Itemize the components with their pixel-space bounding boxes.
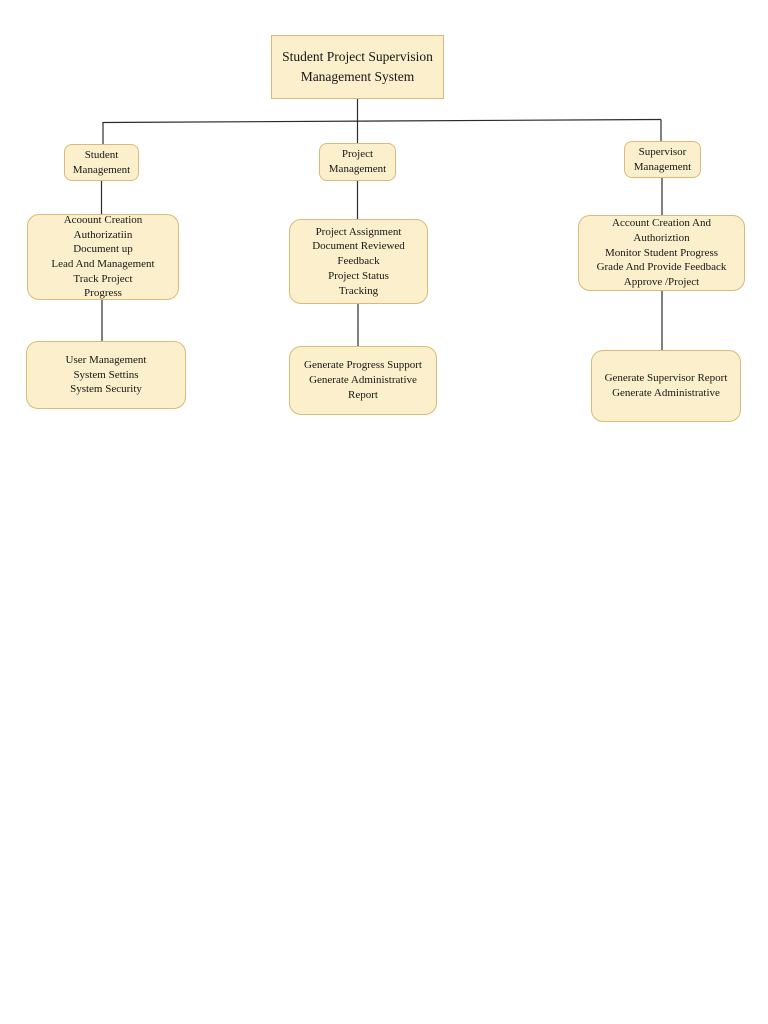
node-student-admin: User Management System Settins System Se… bbox=[26, 341, 186, 409]
node-project-management: Project Management bbox=[319, 143, 396, 181]
node-student-functions: Acoount Creation Authorizatiin Document … bbox=[27, 214, 179, 300]
node-supervisor-functions: Account Creation And Authoriztion Monito… bbox=[578, 215, 745, 291]
node-supervisor-management: Supervisor Management bbox=[624, 141, 701, 178]
node-root-title: Student Project Supervision Management S… bbox=[271, 35, 444, 99]
node-project-reports: Generate Progress Support Generate Admin… bbox=[289, 346, 437, 415]
node-student-management: Student Management bbox=[64, 144, 139, 181]
node-project-functions: Project Assignment Document Reviewed Fee… bbox=[289, 219, 428, 304]
connector-horizontal-rail bbox=[102, 118, 662, 124]
node-supervisor-reports: Generate Supervisor Report Generate Admi… bbox=[591, 350, 741, 422]
